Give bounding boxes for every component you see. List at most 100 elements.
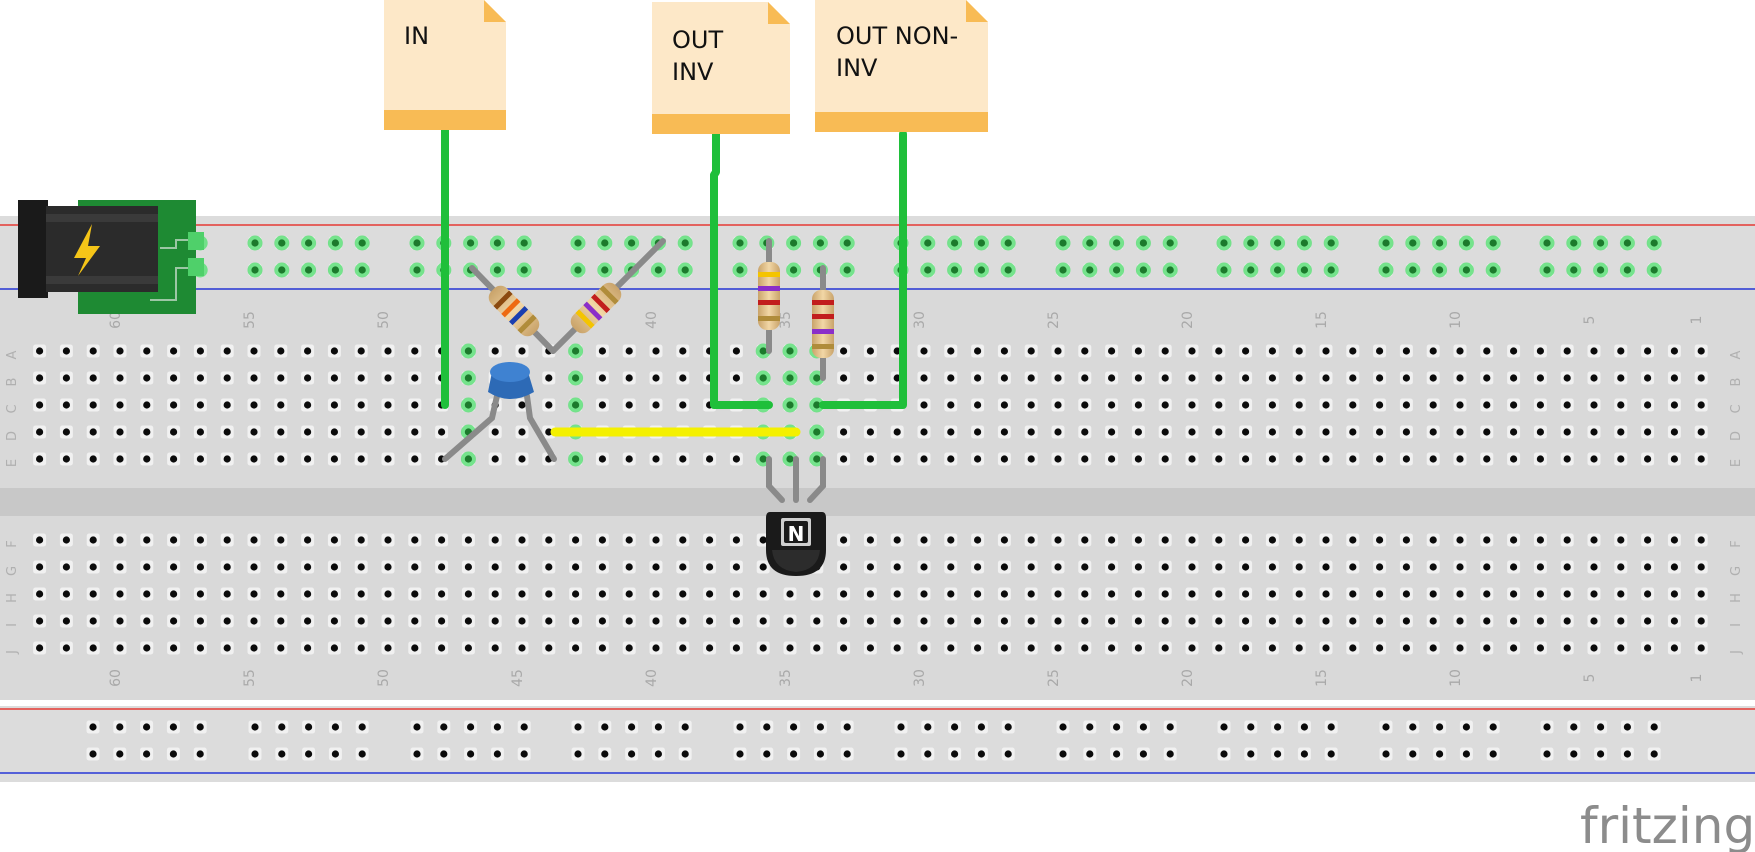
connected-hole-pin [1166, 266, 1174, 274]
breadboard-hole-pin [1027, 590, 1035, 598]
breadboard-hole-pin [304, 617, 312, 625]
breadboard-hole-pin [1349, 428, 1357, 436]
connected-hole-pin [1139, 266, 1147, 274]
row-letter: C [1729, 404, 1744, 413]
breadboard-hole-pin [1670, 428, 1678, 436]
breadboard-hole-pin [1536, 617, 1544, 625]
breadboard-hole-pin [1349, 590, 1357, 598]
breadboard-hole-pin [920, 374, 928, 382]
column-number: 35 [778, 311, 794, 329]
ceramic-capacitor[interactable] [442, 362, 557, 462]
breadboard-hole-pin [974, 347, 982, 355]
breadboard-hole-pin [1510, 455, 1518, 463]
breadboard-hole-pin [1081, 347, 1089, 355]
breadboard-hole-pin [572, 617, 580, 625]
row-letter: F [1729, 540, 1744, 547]
breadboard-hole-pin [947, 455, 955, 463]
rail-hole-pin [574, 750, 582, 758]
row-letter: A [5, 350, 20, 359]
breadboard-hole-pin [330, 563, 338, 571]
breadboard-hole-pin [1376, 644, 1384, 652]
breadboard-hole-pin [143, 590, 151, 598]
breadboard-hole-pin [1242, 644, 1250, 652]
breadboard-hole-pin [143, 617, 151, 625]
connected-hole-pin [572, 347, 580, 355]
row-letter: D [5, 431, 20, 441]
resistor-3[interactable] [758, 238, 780, 354]
breadboard-hole-pin [357, 590, 365, 598]
breadboard-hole-pin [1644, 563, 1652, 571]
rail-hole-pin [790, 723, 798, 731]
breadboard-hole-pin [840, 455, 848, 463]
breadboard-hole-pin [384, 563, 392, 571]
power-jack[interactable] [18, 200, 204, 314]
breadboard-hole-pin [1268, 563, 1276, 571]
note-out-inv[interactable] [652, 2, 790, 134]
breadboard-hole-pin [1456, 401, 1464, 409]
breadboard-hole-pin [250, 455, 258, 463]
breadboard-hole-pin [1617, 428, 1625, 436]
breadboard-hole-pin [223, 563, 231, 571]
breadboard-hole-pin [625, 644, 633, 652]
breadboard-hole-pin [438, 563, 446, 571]
breadboard-hole-pin [1483, 374, 1491, 382]
column-number: 60 [108, 311, 124, 329]
rail-hole-pin [977, 750, 986, 758]
connected-hole-pin [331, 266, 339, 274]
breadboard-hole-pin [1295, 374, 1303, 382]
breadboard-hole-pin [518, 428, 526, 436]
breadboard-hole-pin [1563, 617, 1571, 625]
breadboard-hole-pin [786, 590, 794, 598]
breadboard-hole-pin [759, 536, 767, 544]
connected-hole-pin [681, 266, 689, 274]
breadboard-hole-pin [1242, 563, 1250, 571]
column-number: 25 [1046, 669, 1062, 687]
breadboard-hole-pin [1697, 590, 1705, 598]
breadboard-hole-pin [62, 536, 70, 544]
breadboard-hole-pin [1402, 644, 1410, 652]
rail-hole-pin [1139, 750, 1147, 758]
connected-hole-pin [1113, 266, 1121, 274]
breadboard-hole-pin [598, 455, 607, 463]
resistor-2[interactable] [550, 238, 666, 354]
breadboard-hole-pin [357, 374, 365, 382]
npn-transistor[interactable] [766, 456, 826, 576]
green-wires[interactable] [441, 126, 907, 409]
connected-hole-pin [572, 401, 580, 409]
breadboard-hole-pin [250, 374, 258, 382]
breadboard-hole-pin [1536, 428, 1544, 436]
breadboard-hole-pin [732, 644, 741, 652]
breadboard-hole-pin [1536, 590, 1544, 598]
breadboard-hole-pin [1188, 563, 1196, 571]
note-in[interactable] [384, 0, 506, 130]
connected-hole-pin [1623, 266, 1631, 274]
breadboard-hole-pin [62, 644, 70, 652]
breadboard-hole-pin [518, 617, 526, 625]
breadboard-hole-pin [170, 401, 178, 409]
breadboard-hole-pin [304, 590, 312, 598]
breadboard-hole-pin [625, 374, 633, 382]
breadboard-hole-pin [1108, 347, 1116, 355]
breadboard-hole-pin [277, 455, 285, 463]
connected-hole-pin [1300, 239, 1308, 247]
connected-hole-pin [1004, 266, 1012, 274]
breadboard-hole-pin [1081, 374, 1089, 382]
breadboard-hole-pin [1697, 536, 1705, 544]
rail-hole-pin [1462, 750, 1470, 758]
connected-hole-pin [1597, 239, 1605, 247]
column-number: 20 [1180, 669, 1196, 687]
rail-hole-pin [467, 723, 475, 731]
breadboard-hole-pin [625, 455, 633, 463]
breadboard-hole-pin [357, 617, 365, 625]
resistor-1[interactable] [469, 265, 556, 354]
rail-hole-pin [1650, 750, 1658, 758]
connected-hole-pin [1489, 239, 1497, 247]
rail-hole-pin [924, 750, 932, 758]
resistor-4[interactable] [812, 265, 834, 381]
breadboard-hole-pin [491, 455, 499, 463]
rail-hole-pin [843, 723, 851, 731]
breadboard-hole-pin [866, 428, 875, 436]
breadboard-hole-pin [1000, 374, 1009, 382]
breadboard-hole-pin [223, 536, 231, 544]
note-out-non-inv[interactable] [815, 0, 988, 132]
